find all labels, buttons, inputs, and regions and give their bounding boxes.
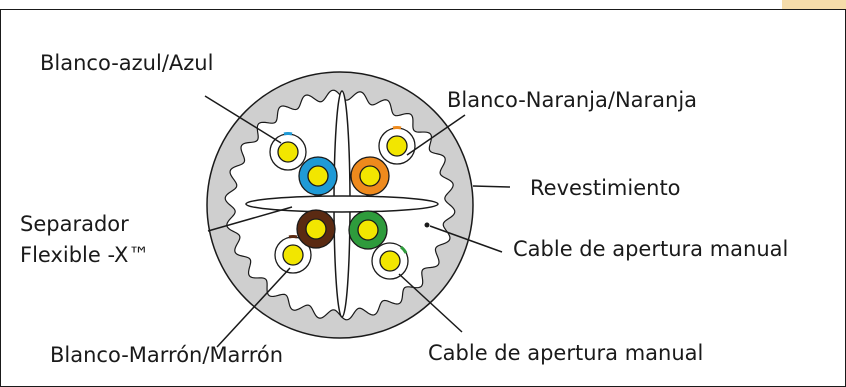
label-brown-pair: Blanco-Marrón/Marrón [50,343,284,367]
orange-conductor [350,156,390,196]
brown-conductor [296,209,336,249]
separator-horizontal [245,195,439,213]
leader-ripcord-right [429,225,503,253]
blue-conductor [298,156,338,196]
green-conductor [348,210,388,250]
label-ripcord-bottom: Cable de apertura manual [428,341,704,365]
leader-ripcord-bottom [398,273,463,333]
leader-separator [207,206,293,232]
label-orange-pair: Blanco-Naranja/Naranja [447,88,698,112]
label-jacket: Revestimiento [530,176,681,200]
white-green-conductor [371,242,409,280]
leader-jacket [472,185,511,188]
leader-brown-pair [216,267,291,348]
ripcord-dot [424,222,430,228]
white-brown-conductor [274,235,312,274]
white-blue-conductor [269,132,307,171]
leader-orange-pair [406,114,466,156]
label-ripcord-right: Cable de apertura manual [513,237,789,261]
label-blue-pair: Blanco-azul/Azul [40,51,214,75]
leader-blue-pair [204,95,282,144]
corner-accent [782,0,846,10]
label-separator-line2: Flexible -X™ [20,243,150,267]
white-orange-conductor [378,126,416,165]
label-separator-line1: Separador [20,212,129,236]
